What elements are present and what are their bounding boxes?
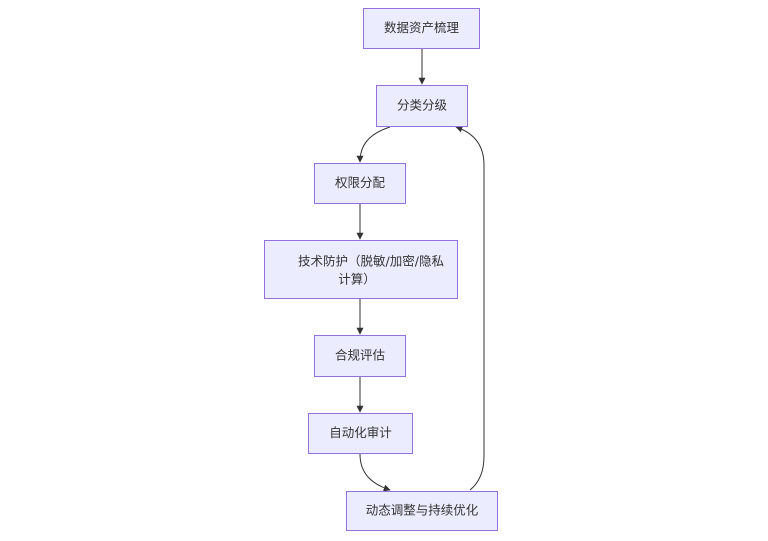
- node-label: 动态调整与持续优化: [366, 503, 479, 518]
- node-label: 自动化审计: [329, 425, 392, 440]
- edge-audit-to-adjustment: [359, 453, 391, 492]
- node-data-asset-review[interactable]: 数据资产梳理: [363, 8, 480, 49]
- node-classification-grading[interactable]: 分类分级: [376, 85, 468, 127]
- node-label: 权限分配: [335, 175, 386, 190]
- node-label: 数据资产梳理: [384, 20, 460, 35]
- node-label-line1: 技术防护（脱敏/加密/隐私: [298, 254, 444, 269]
- node-compliance-assessment[interactable]: 合规评估: [314, 335, 406, 377]
- edge-classification-to-permission: [356, 126, 391, 163]
- edge-adjustment-to-classification-loop: [455, 125, 485, 491]
- edges: [356, 49, 485, 492]
- node-automated-audit[interactable]: 自动化审计: [308, 413, 413, 454]
- node-label: 分类分级: [397, 98, 448, 113]
- node-label-line2: 计算）: [338, 272, 376, 287]
- node-technical-protection[interactable]: 技术防护（脱敏/加密/隐私 计算）: [264, 240, 458, 299]
- node-dynamic-adjustment[interactable]: 动态调整与持续优化: [346, 491, 498, 531]
- node-label: 合规评估: [335, 348, 385, 363]
- node-permission-allocation[interactable]: 权限分配: [314, 163, 406, 204]
